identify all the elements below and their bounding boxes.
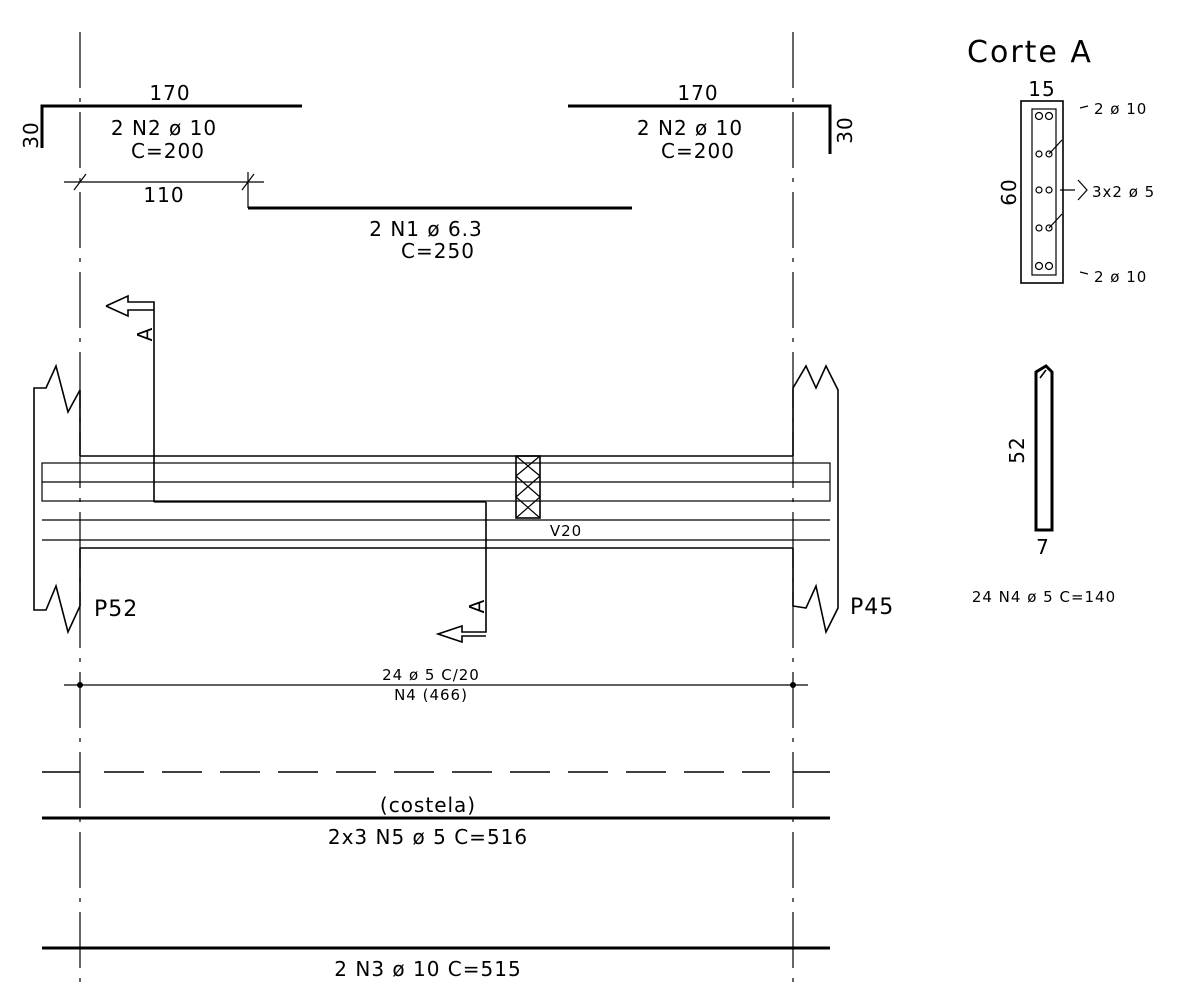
bar-n1: 2 N1 ø 6.3 C=250 [248,206,632,263]
bar-n5-spec: 2x3 N5 ø 5 C=516 [328,825,528,849]
bar-n2-left-length: 170 [149,81,190,105]
bar-n2-left: 170 30 2 N2 ø 10 C=200 [19,81,302,163]
section-mark-top: A [105,294,157,502]
bar-n2-right-length: 170 [677,81,718,105]
stirrup-width-label: 7 [1036,535,1050,559]
stirrup-distribution: 24 ø 5 C/20 N4 (466) [64,666,808,704]
bar-n5-note: (costela) [380,793,476,817]
bar-n2-right: 170 30 2 N2 ø 10 C=200 [568,81,857,163]
stirrup-spec: 24 N4 ø 5 C=140 [972,588,1116,606]
cross-section-bottom-bars: 2 ø 10 [1094,268,1147,286]
cross-section-side-bars: 3x2 ø 5 [1092,183,1155,201]
beam-elevation: V20 P52 P45 [33,363,894,635]
beam-name: V20 [550,522,582,540]
cross-section-height: 60 [997,178,1021,205]
section-mark-top-label: A [133,327,157,342]
dimension-110: 110 [64,172,264,208]
bar-n3-spec: 2 N3 ø 10 C=515 [334,957,521,981]
cross-section: Corte A 15 60 2 ø 10 3x2 ø 5 2 ø 10 [967,35,1155,286]
bar-n3: 2 N3 ø 10 C=515 [42,946,830,981]
bar-n5: (costela) 2x3 N5 ø 5 C=516 [42,793,830,849]
cross-section-bars [1034,111,1054,271]
pillar-right-label: P45 [850,595,894,620]
bar-n2-left-spec: 2 N2 ø 10 [111,116,217,140]
bar-n2-left-hook: 30 [19,121,43,148]
hatched-block [515,455,541,519]
pillar-left-label: P52 [94,597,138,622]
stirrup-distribution-label: 24 ø 5 C/20 [382,666,480,684]
bar-n1-cut-length: C=250 [401,239,475,263]
cross-section-width: 15 [1028,77,1055,101]
dimension-110-label: 110 [143,183,184,207]
bar-n2-right-hook: 30 [833,116,857,143]
bar-n2-right-spec: 2 N2 ø 10 [637,116,743,140]
stirrup-height-label: 52 [1005,436,1029,463]
bar-n1-spec: 2 N1 ø 6.3 [369,217,483,241]
bar-n2-right-cut-length: C=200 [661,139,735,163]
section-mark-bottom-label: A [465,599,489,614]
bar-n2-left-cut-length: C=200 [131,139,205,163]
section-mark-bottom: A [435,502,489,644]
section-title: Corte A [967,35,1093,70]
cross-section-top-bars: 2 ø 10 [1094,100,1147,118]
stirrup-position-label: N4 (466) [394,686,468,704]
stirrup-detail: 52 7 24 N4 ø 5 C=140 [972,364,1116,606]
